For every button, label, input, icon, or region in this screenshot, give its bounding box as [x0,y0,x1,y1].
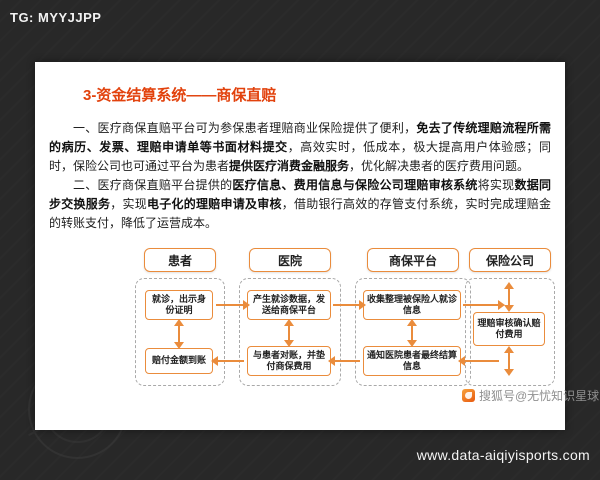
arrow-platform-vertical [407,319,417,347]
watermark: 搜狐号@无忧知识星球 [462,387,599,404]
arrow-platform-to-insurer [463,300,505,310]
site-url: www.data-aiqiyisports.com [416,447,590,463]
flow-lane-platform [355,278,471,386]
flow-lane-insurer [465,278,555,386]
flow-header-insurer: 保险公司 [469,248,551,272]
paragraph-1: 一、医疗商保直赔平台可为参保患者理赔商业保险提供了便利，免去了传统理赔流程所需的… [49,119,551,176]
flow-box-platform-collect: 收集整理被保险人就诊信息 [363,290,461,320]
arrow-patient-vertical [174,319,184,349]
text-segment-bold: 免去了传统理赔流程所需的病历、发票、理赔申请单等书面材料提交 [49,121,551,154]
text-segment: ，借助银行高效的存管支付系统，实时完成理赔金的转账支付，降低了运营成本。 [49,197,551,230]
text-segment-bold: 医疗信息、费用信息与保险公司理赔审核系统 [232,178,478,192]
sohu-logo-icon [462,389,475,402]
text-segment-bold: 数据同步交换服务 [49,178,551,211]
arrow-insurer-to-platform [458,356,499,366]
flow-box-hospital-reconcile: 与患者对账，并垫付商保费用 [247,346,331,376]
flow-lane-hospital [239,278,341,386]
slide: 3-资金结算系统——商保直赔 一、医疗商保直赔平台可为参保患者理赔商业保险提供了… [35,62,565,430]
flow-box-hospital-data: 产生就诊数据，发送给商保平台 [247,290,331,320]
flow-box-patient-payment: 赔付金额到账 [145,348,213,374]
text-segment-bold: 提供医疗消费金融服务 [229,159,350,173]
flow-box-platform-notify: 通知医院患者最终结算信息 [363,346,461,376]
flow-diagram: 患者 医院 商保平台 保险公司 就诊，出示身份证明 赔付金额到账 产生就诊数据，… [127,248,557,388]
arrow-insurer-vertical-top [504,282,514,312]
text-segment: ，优化解决患者的医疗费用问题。 [349,159,530,173]
flow-box-patient-visit: 就诊，出示身份证明 [145,290,213,320]
text-segment: ，高效实时，低成本，极大提高用户体验感；同时，保险公司也可通过平台为患者 [49,140,551,173]
watermark-label: 搜狐号@无忧知识星球 [479,389,600,403]
text-segment: 二、医疗商保直赔平台提供的 [73,178,233,192]
arrow-platform-to-hospital [328,356,360,366]
arrow-hospital-vertical [284,319,294,347]
flow-header-patient: 患者 [144,248,216,272]
flow-lane-patient [135,278,225,386]
flow-header-platform: 商保平台 [367,248,459,272]
text-segment: ，实现 [110,197,147,211]
paragraph-2: 二、医疗商保直赔平台提供的医疗信息、费用信息与保险公司理赔审核系统将实现数据同步… [49,176,551,233]
arrow-hospital-to-patient [211,356,244,366]
arrow-hospital-to-platform [333,300,366,310]
text-segment: 一、医疗商保直赔平台可为参保患者理赔商业保险提供了便利， [73,121,417,135]
flow-header-hospital: 医院 [249,248,331,272]
text-segment: 将实现 [477,178,515,192]
text-segment-bold: 电子化的理赔申请及审核 [147,197,282,211]
flow-box-insurer-review: 理赔审核确认赔付费用 [473,312,545,346]
arrow-patient-to-hospital [216,300,250,310]
telegram-tag: TG: MYYJJPP [10,10,102,25]
page-title: 3-资金结算系统——商保直赔 [83,87,277,104]
arrow-insurer-vertical-bottom [504,346,514,376]
